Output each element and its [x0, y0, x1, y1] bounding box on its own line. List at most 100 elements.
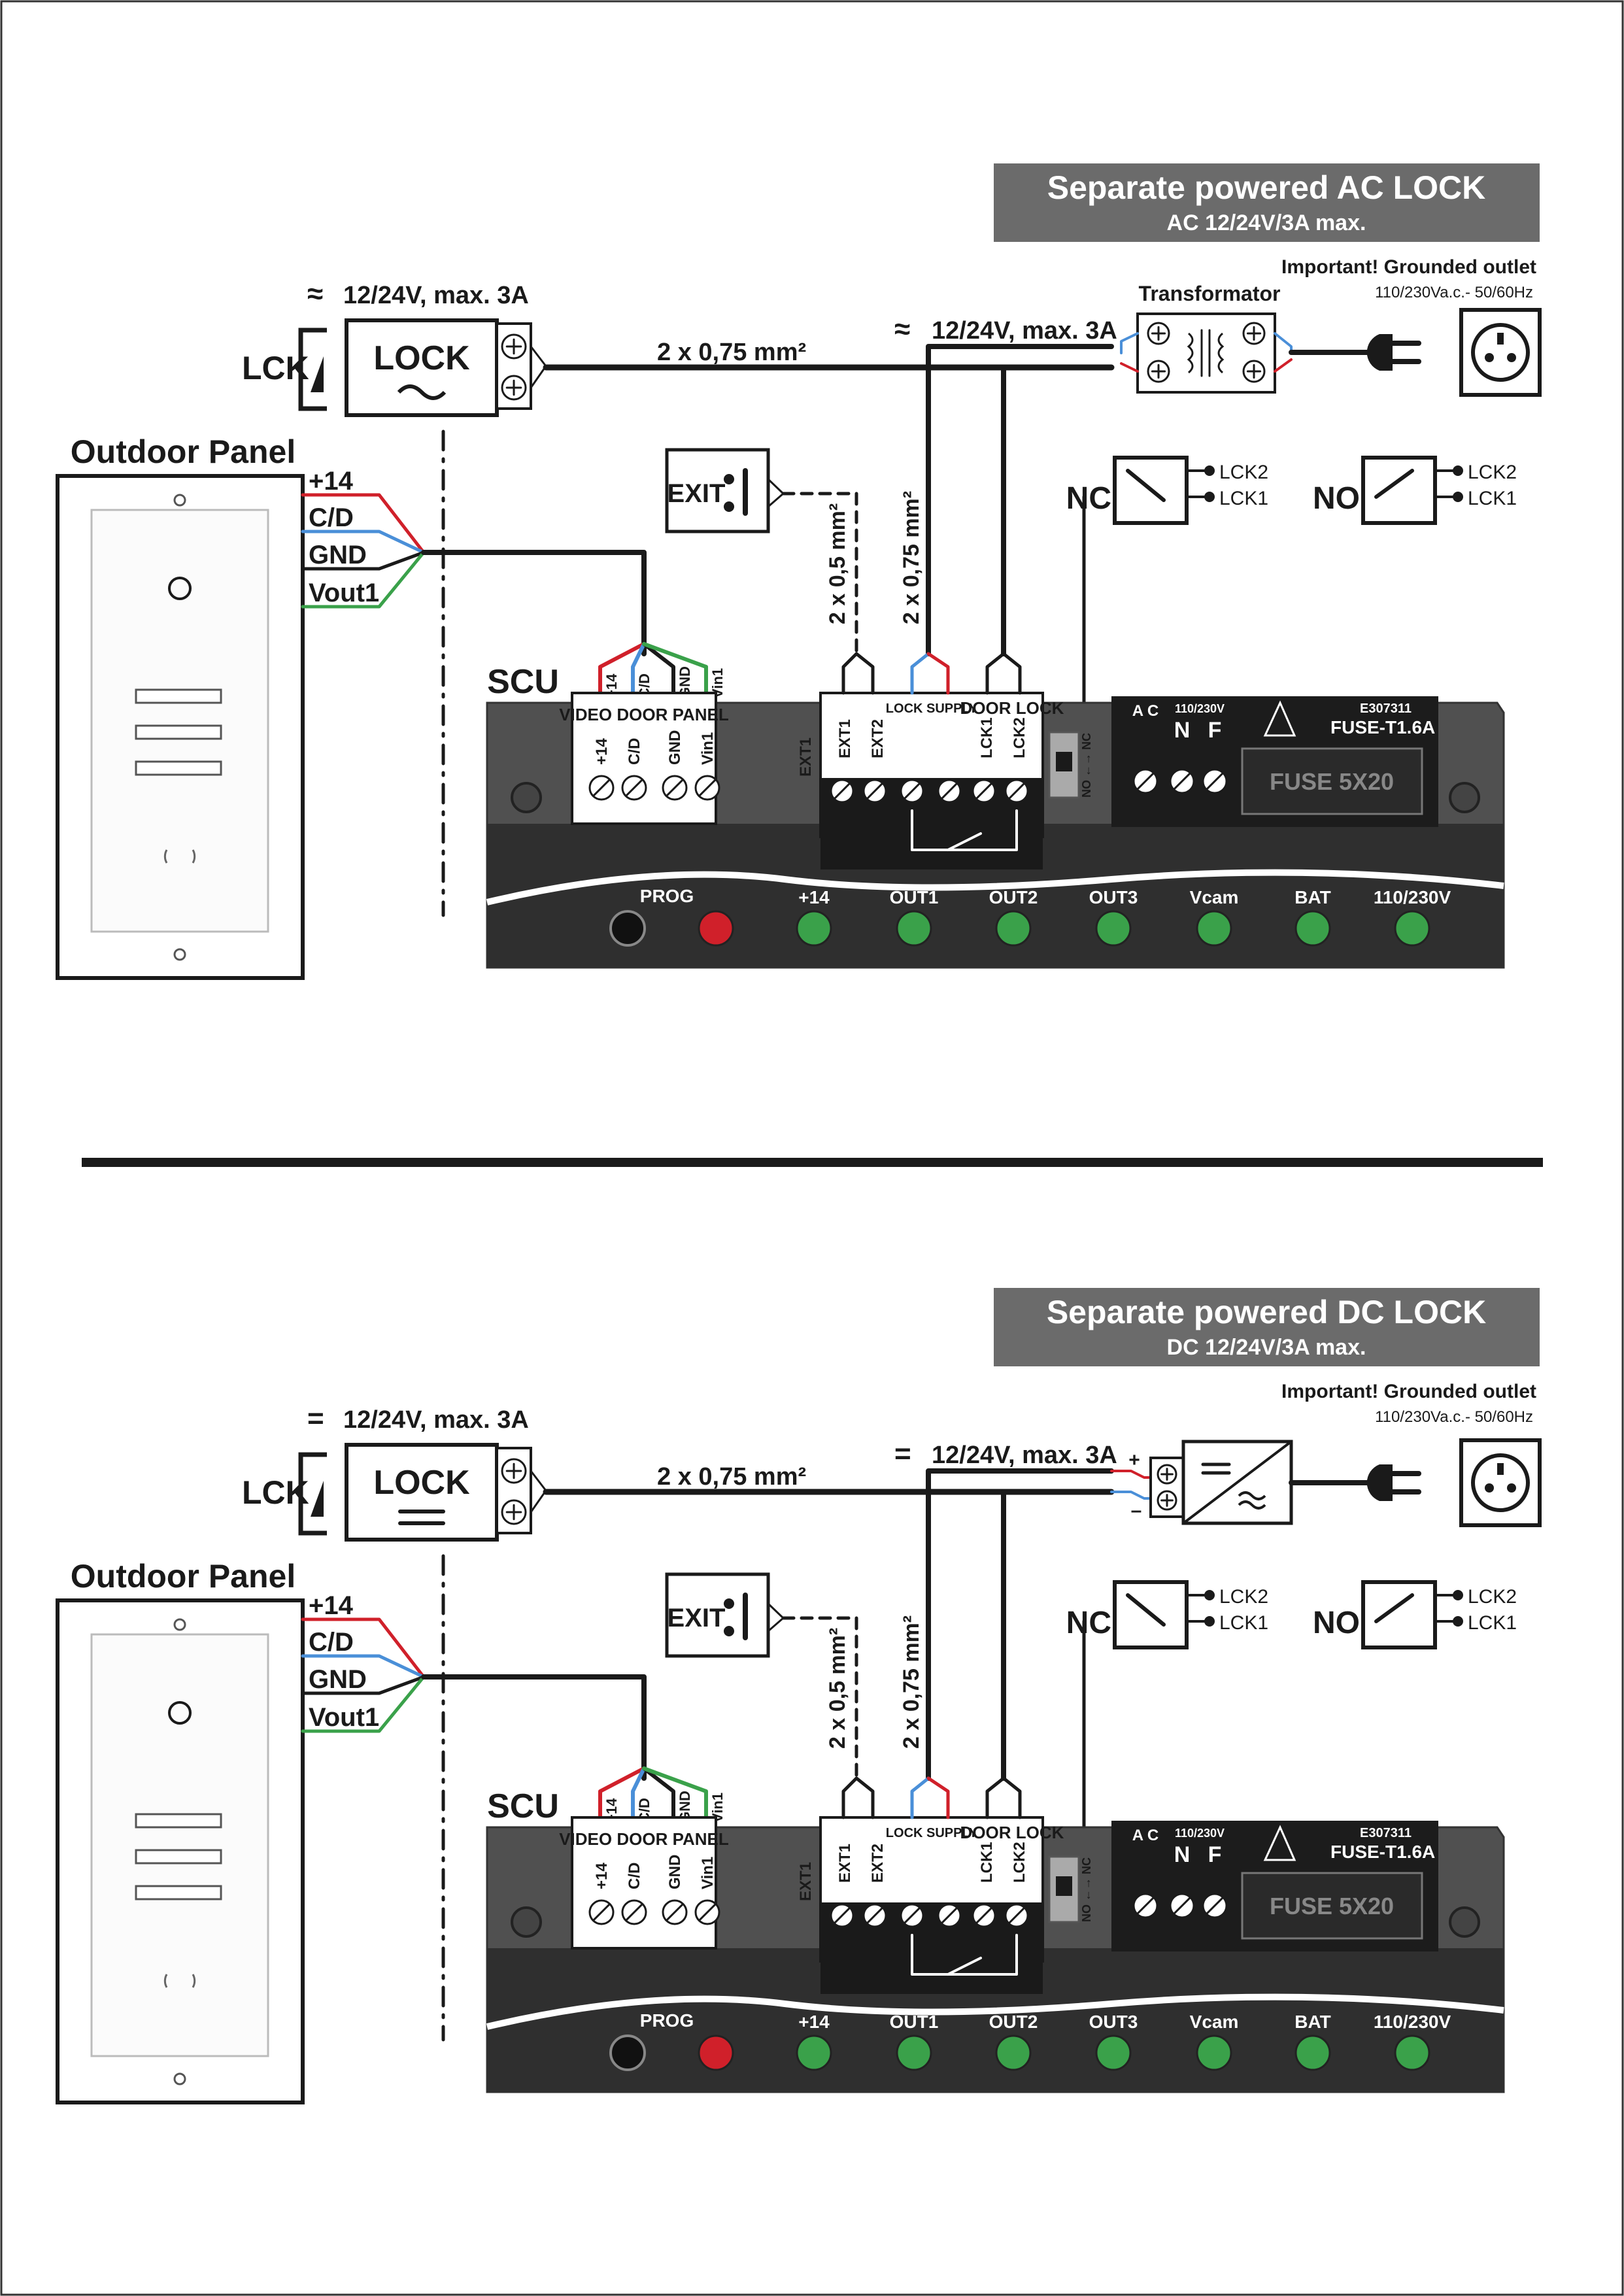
screw-terminal: [1004, 779, 1029, 803]
door-term: LCK2: [1011, 1842, 1028, 1883]
io-wire: [1002, 652, 1022, 695]
led-label: Vcam: [1190, 887, 1239, 907]
screw-terminal: [1202, 768, 1228, 794]
exit-contact: [724, 474, 734, 484]
lock-box-text: LOCK: [373, 1464, 470, 1502]
ac-label: A C: [1132, 1827, 1159, 1844]
led-indicator: [1294, 910, 1331, 947]
scu-cut: [486, 869, 1504, 905]
screw-terminal: [972, 779, 996, 803]
relay-terminal: [1204, 465, 1215, 476]
screw-terminal: [662, 775, 688, 801]
screw-terminal: [621, 775, 647, 801]
led-indicator: [1196, 2034, 1232, 2071]
banner-subtitle: DC 12/24V/3A max.: [1167, 1335, 1366, 1360]
lock-supply-label: LOCK SUPPLY: [886, 1826, 978, 1840]
outlet-title: Important! Grounded outlet: [1281, 1381, 1536, 1402]
screw-terminal: [1132, 768, 1159, 794]
no-relay: [1361, 1580, 1437, 1649]
screw-terminal: [1242, 360, 1266, 383]
supply-wire: [926, 344, 1114, 656]
screw-slot: [665, 778, 685, 798]
panel-screw: [173, 2072, 186, 2085]
outlet-spec: 110/230Va.c.- 50/60Hz: [1375, 284, 1533, 301]
vdp-title: VIDEO DOOR PANEL: [559, 705, 729, 724]
screw-slot: [592, 778, 611, 798]
banner-title: Separate powered AC LOCK: [1047, 169, 1486, 206]
panel-wire: [301, 1675, 426, 1695]
screw-slot: [1172, 771, 1192, 791]
fuse-label: FUSE-T1.6A: [1330, 717, 1435, 737]
nc-label: NC: [1066, 481, 1111, 516]
io-wire: [910, 1776, 930, 1819]
lock-label: LCK: [242, 350, 309, 386]
plug-body: [1379, 334, 1393, 371]
screw-slot: [1136, 1896, 1155, 1916]
screw-terminal: [937, 779, 962, 803]
screw-slot: [903, 782, 921, 800]
vdp-term: +14: [593, 738, 611, 765]
lock-rating: 12/24V, max. 3A: [343, 1406, 529, 1434]
screw-slot: [940, 782, 958, 800]
relay-contact: [1126, 469, 1166, 502]
vdp-wire: [642, 642, 708, 701]
mains-label: 110/230V: [1175, 702, 1225, 715]
panel-wire: [301, 493, 426, 554]
exit-join: [767, 478, 785, 508]
relay-terminal: [1453, 1590, 1463, 1600]
led-label: OUT2: [989, 887, 1038, 907]
door-lock-label: DOOR LOCK: [960, 1823, 1064, 1842]
f-label: F: [1208, 718, 1222, 743]
cable-supply-label: 2 x 0,75 mm²: [899, 1615, 924, 1749]
screw-slot: [866, 782, 884, 800]
lck1-label: LCK1: [1468, 1612, 1517, 1634]
screw-slot: [665, 1902, 685, 1922]
screw-terminal: [694, 775, 720, 801]
led-indicator: [1394, 910, 1430, 947]
exit-contact: [724, 1598, 734, 1609]
exit-term: EXT2: [869, 719, 887, 758]
led-indicator: [1294, 2034, 1331, 2071]
plug-body: [1366, 334, 1379, 371]
prog-button: [698, 2034, 734, 2071]
led-indicator: [995, 2034, 1032, 2071]
lck1-label: LCK1: [1219, 1612, 1268, 1634]
no-label: NO: [1313, 481, 1360, 516]
panel-wire-label: GND: [309, 541, 367, 569]
scu-label: SCU: [487, 1787, 559, 1825]
vdp-term: GND: [666, 1855, 684, 1889]
screw-terminal: [1169, 768, 1195, 794]
name-button: [135, 688, 222, 704]
screw-terminal: [501, 333, 527, 360]
io-wire: [841, 1776, 858, 1819]
led-indicator: [1095, 2034, 1132, 2071]
exit-cable: [781, 492, 858, 656]
led-label: Vcam: [1190, 2012, 1239, 2032]
panel-wire-label: C/D: [309, 1628, 354, 1657]
rfid-icon: [163, 1974, 196, 1988]
screw-terminal: [694, 1899, 720, 1925]
outlet-ground: [1497, 333, 1504, 345]
ac-symbol: [397, 384, 447, 400]
screw-terminal: [501, 1499, 527, 1525]
psu-ac-symbol: [1238, 1491, 1266, 1510]
screw-terminal: [1157, 1490, 1177, 1511]
transformer-lead: [1274, 358, 1293, 373]
cable-lock-label: 2 x 0,75 mm²: [657, 339, 806, 366]
nc-label: NC: [1066, 1606, 1111, 1640]
screw-slot: [1172, 1896, 1192, 1916]
exit-term: EXT1: [797, 1862, 815, 1901]
door-term: LCK1: [978, 1842, 996, 1883]
prog-jack: [609, 910, 646, 947]
no-label: NO: [1313, 1606, 1360, 1640]
lock-rating-symbol: ≈: [307, 278, 323, 310]
vdp-wire: [598, 642, 646, 701]
panel-face: [90, 509, 269, 933]
panel-screw: [173, 1618, 186, 1631]
screw-terminal: [1147, 322, 1170, 345]
screw-terminal: [1132, 1893, 1159, 1919]
banner: [994, 1288, 1540, 1366]
exit-term: EXT2: [869, 1844, 887, 1883]
internal-link: [911, 1934, 1018, 1976]
prog-label: PROG: [640, 2010, 694, 2031]
